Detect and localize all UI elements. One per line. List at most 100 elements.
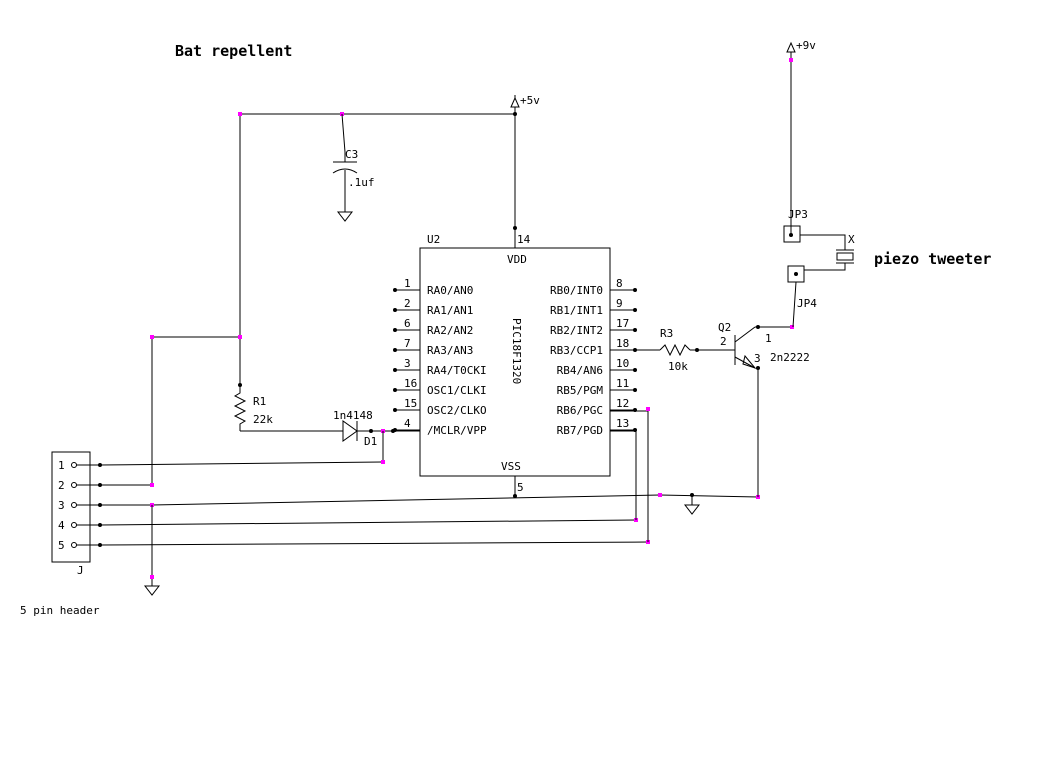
pgd-net — [610, 430, 637, 520]
node-marker — [646, 407, 650, 411]
ic-pin-end — [633, 388, 637, 392]
jumper-jp3: JP3 — [783, 208, 808, 243]
q2-part: 2n2222 — [770, 351, 810, 364]
ic-right-pin-name: RB2/INT2 — [550, 324, 603, 337]
junction-dot — [238, 383, 242, 387]
ic-left-pin-number: 15 — [404, 397, 417, 410]
header-pin-number: 1 — [58, 459, 65, 472]
ic-right-pins: 8RB0/INT09RB1/INT117RB2/INT218RB3/CCP110… — [550, 277, 637, 437]
piezo-ref: X — [848, 233, 855, 246]
junction-dot — [369, 429, 373, 433]
plus5v-label: +5v — [520, 94, 540, 107]
ic-left-pin-name: RA1/AN1 — [427, 304, 473, 317]
plus9v-supply: +9v — [786, 39, 816, 53]
q2-pin-base: 2 — [720, 335, 727, 348]
header-pin1-wire — [99, 461, 384, 466]
node-marker — [238, 112, 242, 116]
node-marker — [381, 460, 385, 464]
ic-pin-end — [393, 288, 397, 292]
ic-right-pin-number: 17 — [616, 317, 629, 330]
header-pin-contact — [71, 522, 77, 528]
vdd-pin-number: 14 — [517, 233, 531, 246]
piezo-tweeter-label: piezo tweeter — [874, 250, 991, 268]
ic-pin-end — [393, 408, 397, 412]
ic-right-pin-number: 18 — [616, 337, 629, 350]
c3-value: .1uf — [348, 176, 375, 189]
ic-left-pin-name: OSC1/CLKI — [427, 384, 487, 397]
ic-left-pins: 1RA0/AN02RA1/AN16RA2/AN27RA3/AN33RA4/T0C… — [393, 277, 487, 437]
q2-pin-collector: 1 — [765, 332, 772, 345]
ic-right-pin-number: 12 — [616, 397, 629, 410]
header-pin-number: 2 — [58, 479, 65, 492]
ic-pin-end — [633, 288, 637, 292]
node-marker — [789, 58, 793, 62]
q2-pin-emitter: 3 — [754, 352, 761, 365]
ic-left-pin-name: OSC2/CLKO — [427, 404, 487, 417]
vss-net — [151, 476, 759, 515]
ic-ref: U2 — [427, 233, 440, 246]
r3-ref: R3 — [660, 327, 673, 340]
junction-dot — [513, 494, 517, 498]
ic-u2: U2 14 VDD VSS 5 PIC18F1320 1RA0/AN02RA1/… — [393, 233, 637, 494]
header-pin5-wire — [99, 541, 649, 546]
header-pin-number: 4 — [58, 519, 65, 532]
ic-right-pin-number: 8 — [616, 277, 623, 290]
jumper-jp4: JP4 — [787, 265, 817, 310]
ic-pin-end — [633, 308, 637, 312]
ic-left-pin-name: RA4/T0CKI — [427, 364, 487, 377]
ic-right-pin-name: RB6/PGC — [557, 404, 603, 417]
ic-right-pin-name: RB5/PGM — [557, 384, 604, 397]
jp4-ref: JP4 — [797, 297, 817, 310]
vss-label: VSS — [501, 460, 521, 473]
ic-right-pin-name: RB0/INT0 — [550, 284, 603, 297]
ic-left-pin-name: RA0/AN0 — [427, 284, 473, 297]
diode-d1: 1n4148 D1 — [333, 409, 420, 448]
plus5v-net — [239, 107, 516, 385]
ic-right-pin-number: 9 — [616, 297, 623, 310]
header-pin-number: 3 — [58, 499, 65, 512]
junction-dot — [695, 348, 699, 352]
ic-pin-end — [393, 328, 397, 332]
plus5v-supply: +5v — [510, 94, 540, 108]
junction-dot — [513, 112, 517, 116]
ic-left-pin-number: 7 — [404, 337, 411, 350]
junction-dot — [391, 429, 395, 433]
ic-left-pin-number: 2 — [404, 297, 411, 310]
jp3-ref: JP3 — [788, 208, 808, 221]
d1-value: 1n4148 — [333, 409, 373, 422]
ic-right-pin-name: RB3/CCP1 — [550, 344, 603, 357]
ic-left-pin-number: 4 — [404, 417, 411, 430]
resistor-r3: R3 10k — [659, 327, 691, 373]
piezo-x: X — [800, 233, 855, 271]
ic-pin-end — [393, 308, 397, 312]
node-marker — [150, 483, 154, 487]
ic-pin-end — [633, 368, 637, 372]
schematic-title: Bat repellent — [175, 42, 292, 60]
r1-ref: R1 — [253, 395, 266, 408]
header-pin-contact — [71, 502, 77, 508]
junction-dot — [756, 325, 760, 329]
r1-value: 22k — [253, 413, 273, 426]
ic-left-pin-number: 1 — [404, 277, 411, 290]
transistor-q2: Q2 2 1 3 2n2222 — [718, 321, 810, 370]
node-marker — [658, 493, 662, 497]
header-pin-contact — [71, 482, 77, 488]
vdd-label: VDD — [507, 253, 527, 266]
ic-right-pin-name: RB4/AN6 — [557, 364, 603, 377]
ic-left-pin-name: RA3/AN3 — [427, 344, 473, 357]
ground-symbol — [143, 585, 161, 596]
ic-right-pin-name: RB7/PGD — [557, 424, 603, 437]
header-ref: J — [77, 564, 84, 577]
node-marker — [790, 325, 794, 329]
ic-pin-end — [393, 388, 397, 392]
c3-ref: C3 — [345, 148, 358, 161]
node-marker — [150, 335, 154, 339]
ic-pin-end — [393, 348, 397, 352]
ic-right-pin-number: 13 — [616, 417, 629, 430]
header-pin4-wire — [99, 519, 637, 526]
ic-left-pin-name: RA2/AN2 — [427, 324, 473, 337]
ic-right-pin-number: 10 — [616, 357, 629, 370]
